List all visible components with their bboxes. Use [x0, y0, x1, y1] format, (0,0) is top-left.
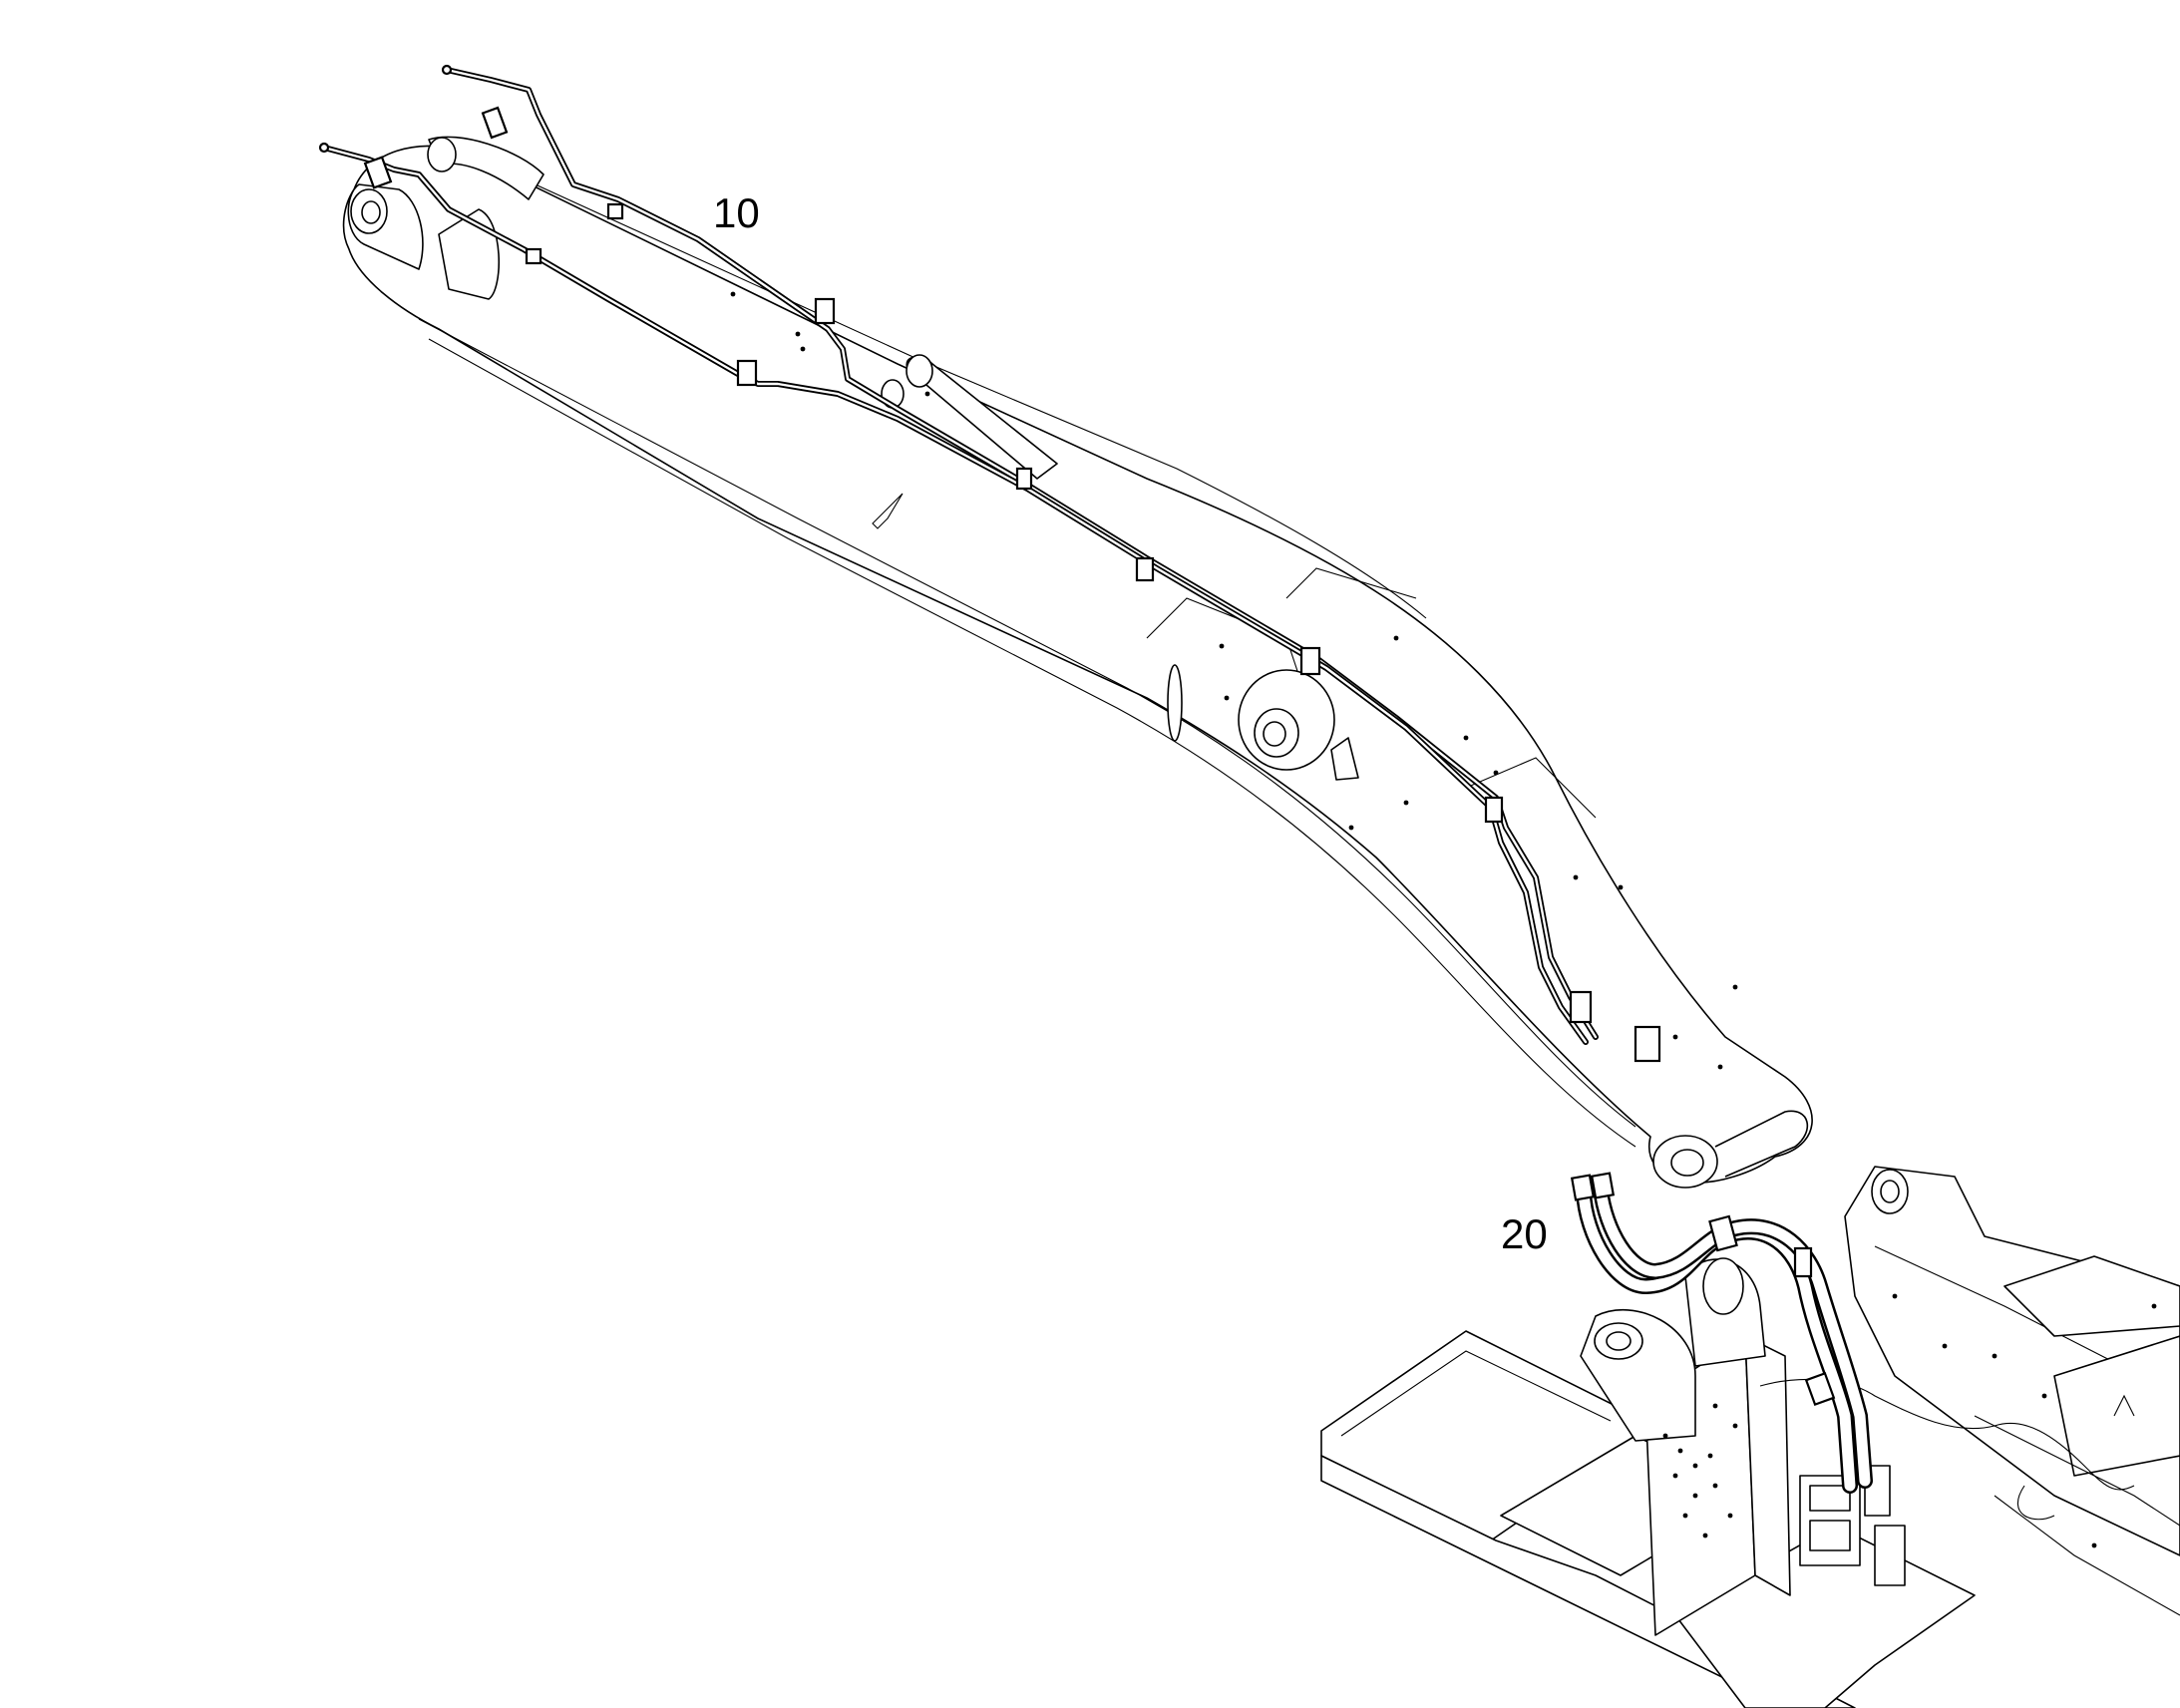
boom-panel-2	[1285, 567, 1417, 599]
arm-cylinder-bracket	[881, 354, 1058, 480]
frame-right-deck	[2003, 1255, 2180, 1337]
frame-right-box	[2053, 1335, 2180, 1477]
boom-bolts	[730, 291, 1738, 1070]
boom-side-line	[418, 318, 1636, 1128]
boom-decal	[872, 493, 904, 529]
upper-frame	[1320, 1166, 2180, 1708]
boom-top-edge	[458, 149, 1427, 619]
boom-hydraulic-lines	[318, 64, 1661, 1063]
frame-bolts	[1662, 1293, 2157, 1548]
frame-hoses	[1570, 1172, 1873, 1494]
boom-bottom-line	[428, 338, 1636, 1148]
boom-tip	[347, 136, 545, 300]
callout-20: 20	[1501, 1210, 1548, 1257]
callout-10: 10	[713, 189, 760, 236]
boom-center-boss	[1167, 664, 1359, 781]
boom-foot	[1652, 1110, 1809, 1189]
boom-panel-3	[1465, 757, 1597, 819]
boom-assembly	[342, 136, 1813, 1189]
valve-mount-side	[1744, 1335, 1791, 1596]
